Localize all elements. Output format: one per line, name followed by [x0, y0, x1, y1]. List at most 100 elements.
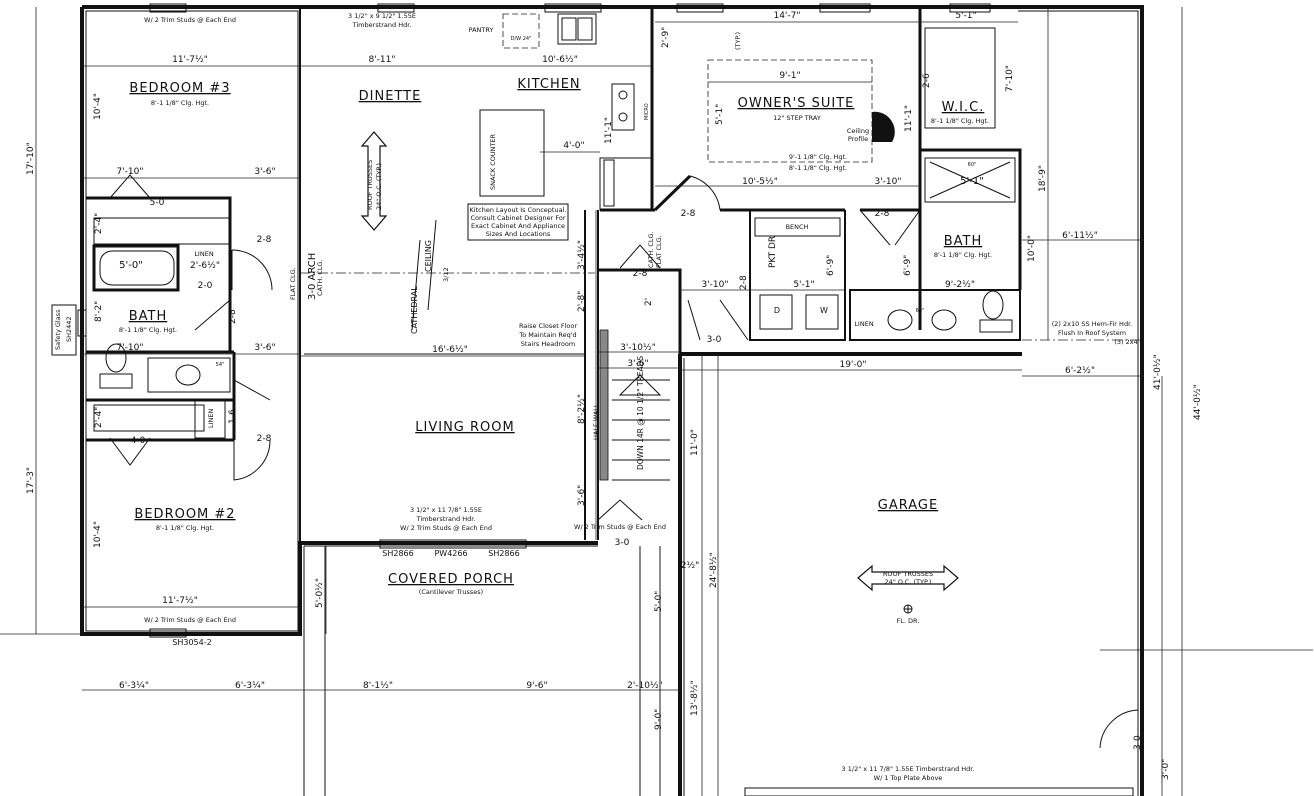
- living-room-label: LIVING ROOM: [415, 420, 514, 435]
- garage-label: GARAGE: [878, 498, 938, 513]
- bedroom2-label: BEDROOM #2: [134, 507, 235, 522]
- dimensions: 11'-7½" 8'-11" 10'-6½" 14'-7" 5'-1" 10'-…: [26, 11, 1203, 780]
- typ-label: (TYP.): [734, 32, 742, 50]
- raise-closet-note-2: To Maintain Req'd: [518, 331, 576, 339]
- dim-text: 3'-6": [254, 167, 275, 177]
- bedroom3-label: BEDROOM #3: [129, 81, 230, 96]
- dim-text: 2-0: [198, 281, 213, 291]
- dim-text: 6'-11½": [1062, 231, 1098, 241]
- dim-text: 13'-8½": [690, 680, 700, 716]
- dim-text: 3'-10½": [620, 343, 656, 353]
- header-right-note-3: (3) 2x4: [1114, 338, 1137, 346]
- dim-text: 18'-9": [1038, 165, 1048, 192]
- dim-text: 2'-9": [661, 27, 671, 48]
- linen-right-label: LINEN: [854, 320, 874, 328]
- header-right-note-1: (2) 2x10 SS Hem-Fir Hdr.: [1052, 320, 1132, 328]
- dim-text: 3'-6": [627, 359, 648, 369]
- linen-left-label: LINEN: [194, 250, 214, 258]
- stairs-label: DOWN 14R @ 10 1/2" TREADS: [636, 356, 645, 470]
- dim-text: 8'-1½": [363, 681, 393, 691]
- bath-left-label: BATH: [129, 309, 168, 324]
- bed3-header-note: W/ 2 Trim Studs @ Each End: [144, 16, 236, 24]
- dim-text: 11'-0": [690, 429, 700, 456]
- garage-trusses-note-2: 24" O.C. (TYP.): [885, 578, 932, 586]
- living-header-note-2: Timberstrand Hdr.: [416, 515, 476, 523]
- flat-clg-vertical: FLAT CLG.: [655, 235, 663, 268]
- snack-counter-label: SNACK COUNTER: [489, 133, 497, 190]
- dim-text: 5'-0½": [315, 578, 325, 608]
- dim-text: 44'-0½": [1193, 384, 1203, 420]
- dim-text: 2-8: [875, 209, 890, 219]
- roof-trusses-vertical-2: 24" O.C. (TYP.): [375, 163, 383, 210]
- bed3-ceiling-note: 8'-1 1/8" Clg. Hgt.: [151, 99, 209, 107]
- stairs: [599, 329, 670, 481]
- stair-trim-note: W/ 2 Trim Studs @ Each End: [574, 523, 666, 531]
- shower-size-label: 60": [968, 162, 977, 168]
- cathedral-label: CATHEDRAL: [410, 286, 419, 334]
- pitch-label: 3/12: [442, 267, 450, 282]
- dim-text: 3'-6": [577, 485, 587, 506]
- pantry-label: PANTRY: [469, 26, 494, 34]
- dim-text: 17'-10": [26, 142, 36, 175]
- dim-text: 6'-3¼": [235, 681, 265, 691]
- dim-text: 2'-6½": [190, 261, 220, 271]
- kitchen-label: KITCHEN: [517, 77, 580, 92]
- kitchen-note-2: Consult Cabinet Designer For: [470, 214, 565, 222]
- arch-label: 3-0 ARCH: [307, 253, 318, 300]
- dim-text: 3-0: [615, 538, 630, 548]
- windows: [77, 3, 1134, 796]
- dim-text: 2'-10½": [627, 681, 663, 691]
- dim-text: 8'-11": [368, 55, 395, 65]
- dim-text: 7'-10": [1005, 65, 1015, 92]
- kitchen-note-1: Kitchen Layout Is Conceptual.: [470, 206, 567, 214]
- bath-right-label: BATH: [944, 234, 983, 249]
- dim-text: 4-0: [131, 436, 146, 446]
- window-left-label: SH2442: [65, 316, 73, 342]
- window-c-label: SH2866: [488, 549, 519, 558]
- dim-text: 2-8: [257, 235, 272, 245]
- suite-ceiling-note-2: 8'-1 1/8" Clg. Hgt.: [789, 164, 847, 172]
- dim-text: 11'-7½": [162, 596, 198, 606]
- dim-text: 2-6: [922, 73, 932, 88]
- dim-text: 9'-0": [654, 709, 664, 730]
- dim-text: 3'-4½": [577, 240, 587, 270]
- step-tray-label: 12" STEP TRAY: [773, 114, 821, 122]
- fixtures: [92, 13, 1016, 614]
- dim-text: 2-8: [257, 434, 272, 444]
- kitchen-note-3: Exact Cabinet And Appliance: [471, 222, 565, 230]
- dim-text: 8'-2½": [577, 394, 587, 424]
- dim-text: 3-0: [707, 335, 722, 345]
- dim-text: 10'-4": [93, 93, 103, 120]
- dim-text: 2'-4": [94, 407, 104, 428]
- raise-closet-note-1: Raise Closet Floor: [519, 322, 577, 330]
- living-header-note-1: 3 1/2" x 11 7/8" 1.55E: [410, 506, 482, 514]
- dim-text: 14'-7": [773, 11, 800, 21]
- dishwasher-label: D/W 24": [511, 36, 532, 42]
- roof-trusses-vertical: ROOF TRUSSES: [366, 160, 374, 210]
- dinette-header-note: 3 1/2" x 9 1/2" 1.55E: [348, 12, 416, 20]
- dim-text: 5'-1": [793, 280, 814, 290]
- dim-text: 5'-1": [715, 104, 725, 125]
- ceiling-profile-label: Ceiling: [847, 127, 869, 135]
- ceiling-profile-label-2: Profile: [848, 135, 868, 143]
- dim-text: 5-0: [150, 198, 165, 208]
- dim-text: 3'-0": [1161, 759, 1171, 780]
- dim-text: 17'-3": [26, 467, 36, 494]
- dinette-label: DINETTE: [359, 89, 422, 104]
- dinette-header-note-2: Timberstrand Hdr.: [352, 21, 412, 29]
- dim-text: 3'-10": [874, 177, 901, 187]
- dim-text: 8'-2": [94, 301, 104, 322]
- dim-text: 2'-8": [577, 291, 587, 312]
- ceiling-lines: [300, 219, 1142, 355]
- bed2-ceiling-note: 8'-1 1/8" Clg. Hgt.: [156, 524, 214, 532]
- doors: [109, 174, 1139, 749]
- owners-suite-label: OWNER'S SUITE: [738, 96, 855, 111]
- dim-text: 5'-1": [960, 176, 984, 187]
- window-bed2-label: SH3054-2: [172, 638, 211, 647]
- cath-clg-vertical: CATH. CLG.: [647, 231, 655, 268]
- dim-text: 24'-8½": [709, 552, 719, 588]
- dim-text: 2': [644, 298, 654, 306]
- dim-text: 10'-0": [1027, 235, 1037, 262]
- truss-arrows: [360, 131, 959, 592]
